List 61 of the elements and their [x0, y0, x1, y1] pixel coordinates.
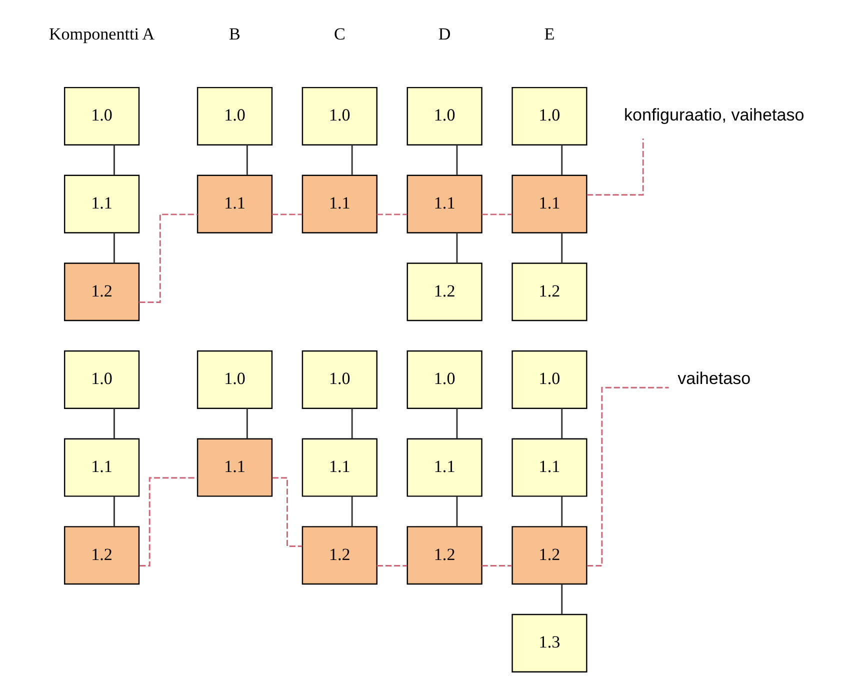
- connector: [456, 408, 458, 438]
- connector: [272, 477, 302, 547]
- node-box: 1.2: [406, 526, 482, 585]
- connector: [561, 584, 563, 614]
- node-text: vaihetaso: [678, 369, 751, 388]
- connector: [456, 496, 458, 526]
- node-box: 1.0: [64, 86, 140, 146]
- connector: [561, 408, 563, 438]
- connector: [456, 145, 458, 175]
- node-box: 1.1: [196, 174, 273, 234]
- connector: [482, 565, 512, 566]
- node-box: 1.3: [512, 614, 588, 672]
- node-box: 1.1: [406, 174, 482, 234]
- node-box: 1.1: [302, 438, 378, 497]
- node-box: 1.1: [406, 438, 482, 497]
- node-text: konfiguraatio, vaihetaso: [624, 106, 804, 125]
- connector: [482, 214, 512, 216]
- node-box: 1.0: [64, 350, 140, 409]
- node-box: 1.2: [64, 262, 140, 322]
- connector: [246, 408, 248, 438]
- node-box: 1.1: [512, 174, 588, 234]
- label: B: [229, 24, 240, 44]
- connector: [561, 496, 563, 526]
- node-box: 1.0: [512, 350, 588, 409]
- node-box: 1.2: [512, 262, 588, 322]
- node-box: 1.1: [302, 174, 378, 234]
- node-box: 1.2: [406, 262, 482, 322]
- connector: [139, 214, 198, 303]
- connector: [561, 145, 563, 175]
- connector: [272, 214, 302, 216]
- connector: [456, 232, 458, 263]
- node-box: 1.0: [302, 350, 378, 409]
- node-box: 1.0: [406, 350, 482, 409]
- node-box: 1.0: [512, 86, 588, 146]
- node-box: 1.0: [196, 86, 273, 146]
- node-box: 1.0: [196, 350, 273, 409]
- connector: [561, 232, 563, 263]
- connector: [351, 145, 353, 175]
- connector: [246, 145, 248, 175]
- node-box: 1.1: [64, 174, 140, 234]
- node-box: 1.1: [512, 438, 588, 497]
- node-box: 1.1: [196, 438, 273, 497]
- connector: [351, 496, 353, 526]
- node-box: 1.2: [512, 526, 588, 585]
- label: E: [544, 24, 555, 44]
- connector: [113, 496, 115, 526]
- label: Komponentti A: [48, 24, 155, 44]
- connector: [351, 408, 353, 438]
- node-box: 1.0: [406, 86, 482, 146]
- node-box: 1.2: [302, 526, 378, 585]
- label: D: [438, 24, 451, 44]
- label: C: [334, 24, 346, 44]
- node-box: 1.0: [302, 86, 378, 146]
- connector: [113, 232, 115, 263]
- node-box: 1.1: [64, 438, 140, 497]
- connector: [113, 408, 115, 438]
- connector: [376, 565, 408, 566]
- connector: [113, 145, 115, 175]
- connector: [587, 138, 644, 196]
- connector: [376, 214, 408, 216]
- node-box: 1.2: [64, 526, 140, 585]
